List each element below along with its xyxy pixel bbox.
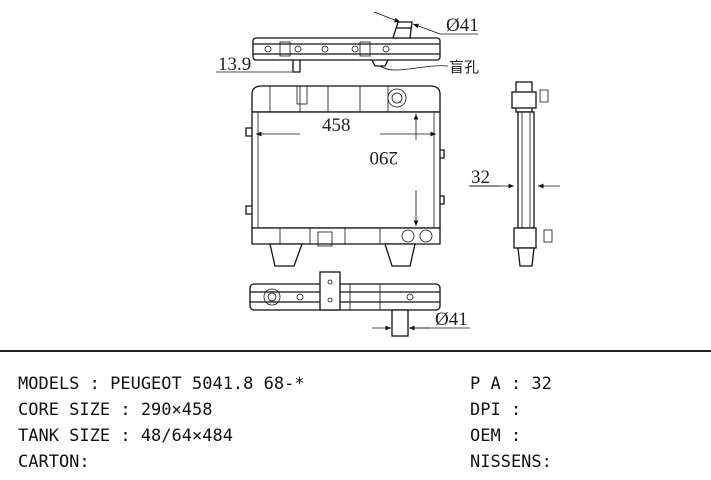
tank-size-line: TANK SIZE : 48/64×484 (18, 426, 233, 446)
section-divider (0, 350, 711, 352)
pa-line: P A : 32 (470, 374, 552, 394)
side-view (511, 81, 553, 267)
top-view-upper-tank (252, 21, 441, 73)
blind-hole-label: 盲孔 (449, 58, 479, 76)
carton-line: CARTON: (18, 452, 90, 472)
radiator-technical-drawing: Ø41 13.9 盲孔 458 290 (216, 11, 560, 337)
core-size-line: CORE SIZE : 290×458 (18, 400, 213, 420)
dpi-line: DPI : (470, 400, 522, 420)
nissens-line: NISSENS: (470, 452, 552, 472)
front-view-radiator (245, 85, 445, 267)
bottom-view-lower-tank (249, 271, 441, 337)
models-line: MODELS : PEUGEOT 5041.8 68-* (18, 374, 305, 394)
core-height-label: 290 (370, 147, 399, 168)
oem-line: OEM : (470, 426, 522, 446)
offset-label: 13.9 (218, 54, 251, 75)
core-width-label: 458 (322, 115, 351, 136)
inlet-diameter-label: Ø41 (446, 15, 479, 36)
outlet-diameter-label: Ø41 (435, 309, 468, 330)
thickness-label: 32 (471, 167, 490, 188)
